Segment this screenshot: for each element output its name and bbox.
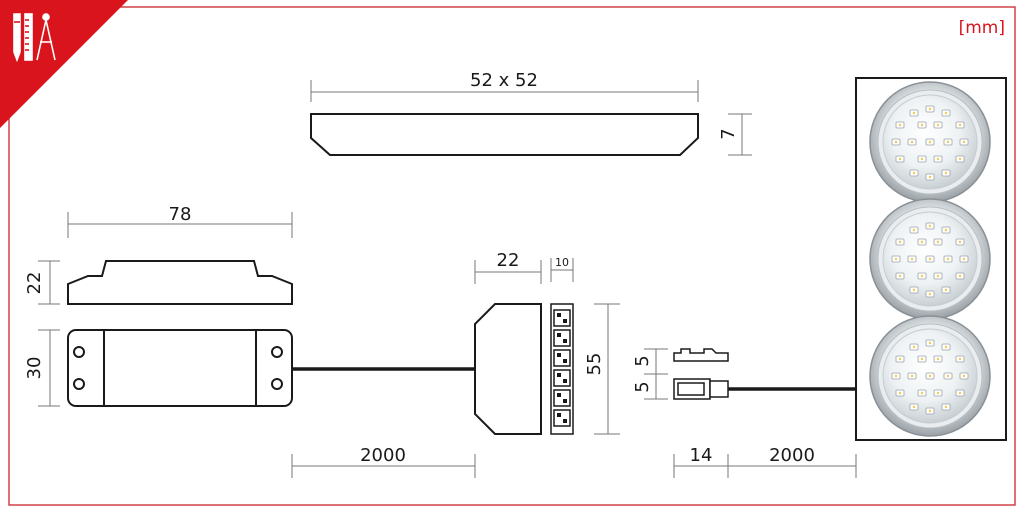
plug-top-view [673, 348, 729, 362]
distributor-width-dimension [474, 260, 542, 284]
plug-length-label: 14 [690, 445, 713, 466]
connector-block [550, 303, 574, 435]
panel-size-dimension [310, 80, 699, 102]
driver-width-label: 30 [24, 357, 45, 380]
drawing-frame [8, 6, 1016, 506]
plug-height-dimension [644, 348, 668, 400]
driver-height-label: 22 [24, 272, 45, 295]
corner-badge [0, 0, 128, 128]
driver-cable-length-dimension [291, 454, 476, 478]
driver-length-label: 78 [169, 204, 192, 225]
led-lamp-3 [869, 315, 991, 437]
distributor [474, 303, 542, 435]
distributor-width-label: 22 [497, 250, 520, 271]
driver-side-view [67, 260, 293, 305]
connector-block-width-label: 10 [555, 256, 569, 269]
panel-size-label: 52 x 52 [470, 70, 538, 91]
lamp-photo-panel [855, 77, 1007, 441]
driver-length-dimension [67, 212, 293, 238]
plug-height-top-label: 5 [632, 355, 653, 366]
panel-thickness-dimension [728, 113, 752, 156]
driver-cable-length-label: 2000 [360, 445, 406, 466]
plug-height-bottom-label: 5 [632, 381, 653, 392]
units-label: [mm] [959, 18, 1005, 38]
panel-thickness-label: 7 [718, 128, 739, 139]
led-lamp-2 [869, 198, 991, 320]
plug-side-view [673, 378, 729, 400]
distributor-height-label: 55 [584, 353, 605, 376]
panel-top-view [310, 113, 699, 156]
drafting-tools-icon [13, 13, 56, 63]
plug-and-cable-dimension [673, 454, 857, 478]
distributor-height-dimension [594, 303, 620, 435]
driver-width-dimension [38, 329, 60, 407]
driver-height-dimension [38, 260, 60, 305]
driver-top-view [67, 329, 293, 407]
connector-block-width-dimension [550, 258, 574, 282]
lamp-cable-length-label: 2000 [769, 445, 815, 466]
led-lamp-1 [869, 81, 991, 203]
